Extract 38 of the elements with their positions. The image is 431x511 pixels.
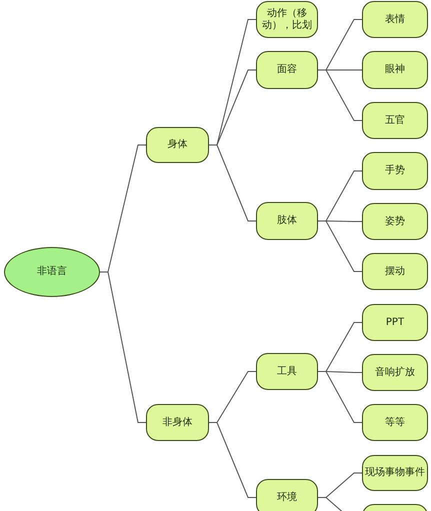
rounded-box [256, 51, 318, 89]
node-label: 肢体 [277, 215, 297, 227]
rounded-box [362, 152, 428, 190]
rounded-box [362, 203, 428, 240]
node-label: 摆动 [385, 266, 405, 278]
node-label: 手势 [385, 165, 405, 177]
rounded-box [362, 455, 428, 491]
rounded-box [256, 1, 318, 38]
rounded-box [362, 304, 428, 341]
rounded-box [362, 102, 428, 139]
rounded-box [256, 202, 318, 240]
node-label: 眼神 [385, 64, 405, 76]
rounded-box [362, 354, 428, 391]
rounded-box [146, 127, 209, 163]
node-label: 非身体 [162, 416, 192, 428]
rounded-box [362, 253, 428, 290]
rounded-box [146, 404, 209, 441]
connector-line [100, 272, 146, 423]
node-label: 姿势 [385, 216, 405, 228]
rounded-box [362, 404, 428, 441]
node-label: 动作（移动），比划 [261, 8, 313, 32]
connector-line [208, 422, 256, 498]
rounded-box [362, 1, 428, 38]
node-label: 等等 [385, 416, 405, 428]
rounded-box [256, 479, 318, 511]
rounded-box [362, 51, 428, 89]
node-label: 面容 [277, 64, 297, 76]
rounded-box [256, 353, 318, 390]
node-label: 非语言 [37, 266, 67, 278]
node-label: 身体 [168, 139, 188, 151]
node-label: 工具 [277, 366, 297, 378]
node-label: 现场事物事件 [365, 467, 425, 479]
connector-line [208, 144, 256, 222]
node-label: 五官 [385, 114, 405, 126]
node-label: PPT [386, 316, 404, 328]
node-label: 表情 [385, 14, 405, 26]
node-label: 音响扩放 [375, 366, 415, 378]
node-label: 环境 [277, 492, 297, 504]
